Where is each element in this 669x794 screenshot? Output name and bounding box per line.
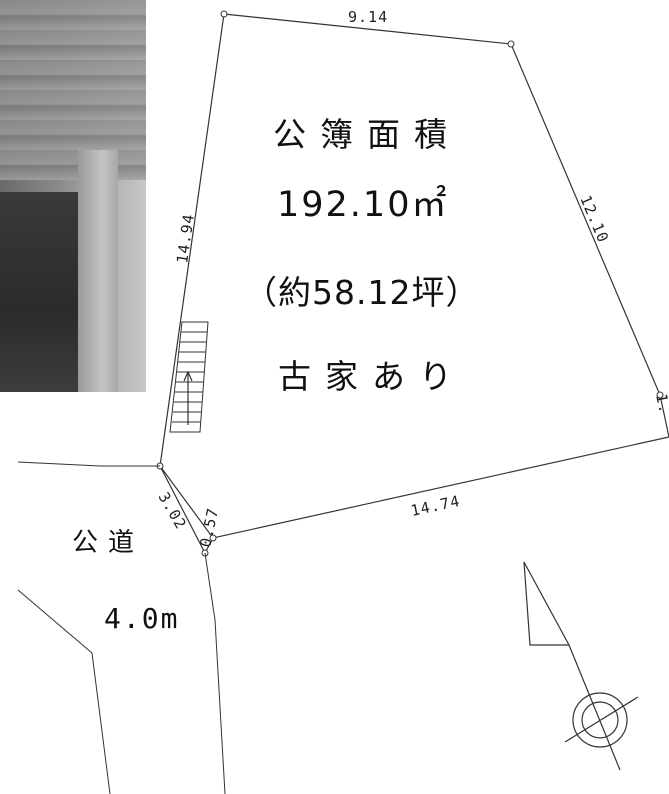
photo-doorway <box>0 192 78 392</box>
stairs-arrow <box>183 370 193 425</box>
building-photo <box>0 0 146 392</box>
road-label: 公道 <box>72 528 145 558</box>
dim-right-lower: 1. <box>652 392 669 415</box>
stairs <box>169 321 209 433</box>
old-house-note: 古家あり <box>278 357 466 396</box>
area-value: 192.10㎡ <box>277 185 449 225</box>
dim-corner-diagonal: 3.02 <box>155 489 191 533</box>
road-width: 4.0m <box>104 602 180 635</box>
dim-corner-short: 0.57 <box>196 506 222 549</box>
dim-bottom: 14.74 <box>409 492 462 520</box>
north-arrow-icon <box>523 561 639 771</box>
photo-wall <box>0 0 146 180</box>
road-lines <box>17 461 226 794</box>
dim-top: 9.14 <box>348 8 388 26</box>
dim-left: 14.94 <box>173 212 198 264</box>
photo-pillar <box>78 150 118 392</box>
dim-right-upper: 12.10 <box>576 193 612 246</box>
area-tsubo: （約58.12坪） <box>244 273 480 312</box>
area-title: 公簿面積 <box>273 115 461 154</box>
